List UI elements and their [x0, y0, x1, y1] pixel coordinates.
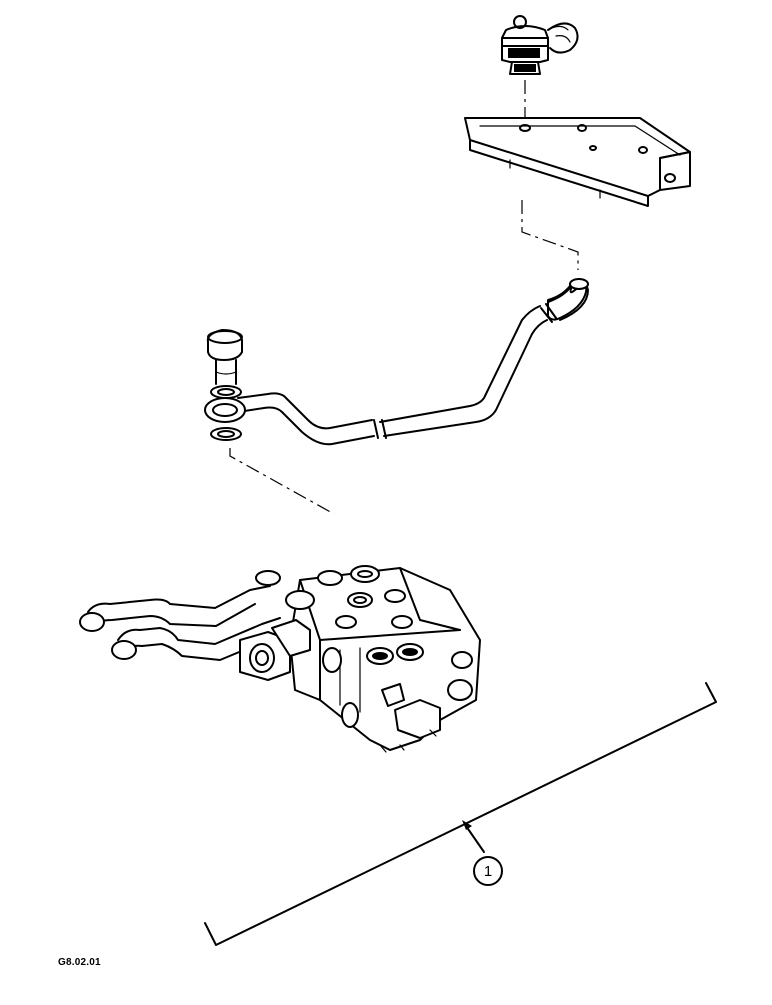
callout-1: 1 [473, 856, 503, 886]
sealing-washer-lower [210, 427, 242, 441]
control-valve [79, 565, 481, 753]
callout-1-number: 1 [484, 863, 492, 880]
assembly-line-bracket [521, 200, 579, 270]
banjo-bolt [206, 329, 243, 385]
assembly-line-pipe [229, 448, 335, 515]
sealing-washer-upper [210, 385, 242, 399]
assembly-bracket-line [204, 682, 717, 946]
hydraulic-pipe [204, 278, 589, 446]
quick-coupler [501, 15, 579, 75]
figure-reference-code: G8.02.01 [58, 957, 101, 968]
mounting-bracket [464, 117, 691, 207]
